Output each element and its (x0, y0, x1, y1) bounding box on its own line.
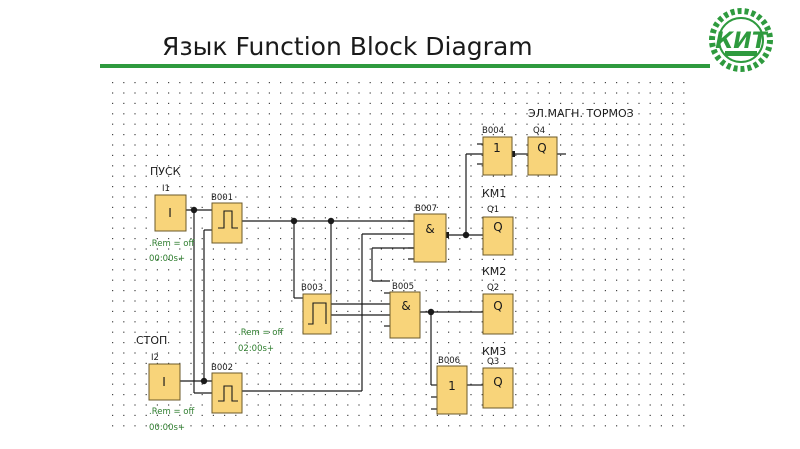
kit-logo: КИТ (709, 8, 773, 72)
pulse-icon (218, 210, 238, 229)
q4-id: Q4 (533, 126, 545, 136)
q1-symbol: Q (493, 220, 502, 234)
q3-id: Q3 (487, 357, 499, 367)
output-q1-block (482, 216, 514, 256)
b007-symbol: & (425, 222, 434, 236)
km1-label: КМ1 (482, 187, 506, 200)
q2-symbol: Q (493, 299, 502, 313)
junction-dot (462, 231, 470, 239)
and-b005-block (389, 291, 421, 339)
input-i1-block (154, 194, 187, 232)
logo-text: КИТ (715, 29, 768, 54)
b005-id: B005 (392, 282, 414, 292)
b006-symbol: 1 (448, 379, 456, 393)
q3-symbol: Q (493, 375, 502, 389)
timer-glyphs (218, 210, 327, 402)
b003-rem: .Rem = off (238, 328, 284, 338)
junction-dot (427, 308, 435, 316)
and-b007-block (413, 213, 447, 263)
output-q4-block (527, 136, 558, 176)
or-b004-block (482, 136, 513, 176)
blocks (148, 136, 558, 415)
output-q3-block (482, 367, 514, 409)
q4-symbol: Q (537, 141, 546, 155)
b003-time: 02:00s+ (238, 344, 274, 354)
slide-title: Язык Function Block Diagram (162, 32, 533, 61)
pulse-icon (308, 302, 327, 325)
timer-b002-block (211, 372, 243, 414)
junction-dot (200, 377, 208, 385)
i2-id: I2 (151, 353, 159, 363)
timer-b001-block (211, 202, 243, 244)
pusk-label: ПУСК (150, 165, 181, 178)
b007-id: B007 (415, 204, 437, 214)
junction-dot (290, 217, 298, 225)
b001-time: 00:00s+ (149, 254, 185, 264)
q1-id: Q1 (487, 205, 499, 215)
b003-id: B003 (301, 283, 323, 293)
input-i2-block (148, 363, 181, 401)
km2-label: КМ2 (482, 265, 506, 278)
i1-id: I1 (162, 184, 170, 194)
dot-grid (112, 82, 685, 427)
timer-b003-block (302, 293, 332, 335)
output-q2-block (482, 293, 514, 335)
pulse-icon (218, 385, 238, 402)
b004-id: B004 (482, 126, 504, 136)
wires (180, 143, 566, 410)
or-b006-block (436, 365, 468, 415)
b001-rem: .Rem = off (149, 239, 195, 249)
b005-symbol: & (401, 299, 410, 313)
tormoz-label: ЭЛ.МАГН. ТОРМОЗ (528, 107, 634, 120)
b002-time: 00:00s+ (149, 423, 185, 433)
b004-symbol: 1 (493, 141, 501, 155)
i1-symbol: I (168, 206, 172, 220)
junction-dot (327, 217, 335, 225)
junction-dot (190, 206, 198, 214)
title-underline (100, 64, 710, 68)
q2-id: Q2 (487, 283, 499, 293)
km3-label: КМ3 (482, 345, 506, 358)
b002-id: B002 (211, 363, 233, 373)
stop-label: СТОП (136, 334, 167, 347)
b001-id: B001 (211, 193, 233, 203)
b006-id: B006 (438, 356, 460, 366)
i2-symbol: I (162, 375, 166, 389)
b002-rem: .Rem = off (149, 407, 195, 417)
